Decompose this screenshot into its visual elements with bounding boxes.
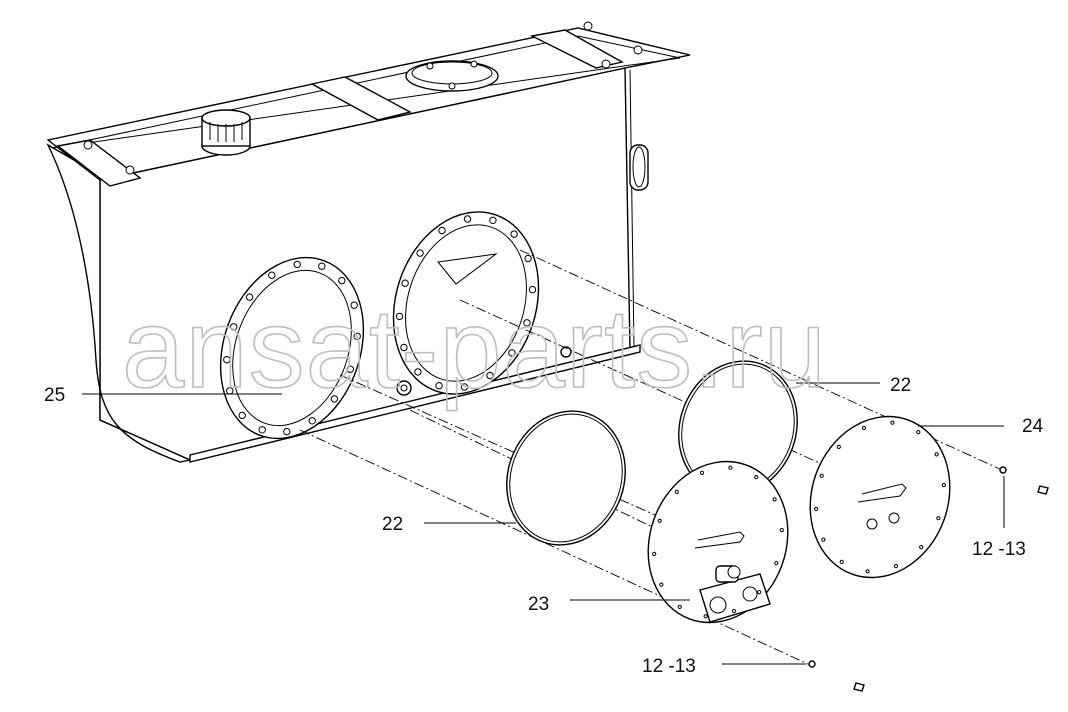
bolt-head	[699, 470, 705, 475]
bolt-head	[819, 473, 824, 478]
bolt-head	[238, 411, 246, 420]
bolt-head	[223, 356, 231, 364]
callout-12-13-right: 12 -13	[972, 539, 1026, 560]
bolt-head	[731, 609, 737, 614]
watermark-text: ansat-parts.ru	[122, 286, 827, 411]
bolt-head	[353, 332, 361, 340]
bolt-head	[861, 425, 867, 430]
cover-24	[809, 415, 951, 579]
bolt-head	[486, 371, 494, 380]
bolt-head	[283, 427, 291, 436]
side-port	[629, 144, 649, 191]
bolt-head	[523, 319, 531, 327]
drain-plug	[396, 346, 572, 396]
mounting-plate-right	[529, 21, 643, 69]
bolt-head	[941, 483, 946, 488]
breather-cap	[201, 109, 251, 156]
bolt-head	[463, 215, 472, 223]
bolt-head	[245, 293, 254, 301]
bolt-head	[659, 582, 664, 587]
leader-lines	[82, 382, 1005, 665]
bolt-head	[774, 561, 779, 566]
bolt-head	[435, 382, 443, 390]
bolt-head	[524, 254, 532, 263]
bolt-head	[754, 475, 759, 480]
o-ring-lower	[506, 410, 626, 546]
bolt-head	[416, 249, 424, 257]
bolt-head	[919, 545, 924, 550]
bolt-head	[400, 343, 408, 352]
bolt-head	[916, 430, 921, 435]
fastener-set-bottom	[808, 660, 865, 692]
bolt-head	[401, 279, 409, 287]
bolt-head	[330, 395, 339, 403]
callout-24: 24	[1022, 416, 1044, 437]
bolt-head	[318, 262, 326, 270]
bolt-head	[652, 551, 657, 557]
mounting-plate-left	[56, 139, 142, 187]
top-inspection-cover	[405, 60, 499, 92]
bolt-head	[893, 564, 899, 569]
bolt-head	[338, 276, 346, 285]
bolt-head	[772, 497, 777, 502]
bolt-head	[293, 260, 301, 269]
callout-22-upper: 22	[890, 375, 911, 396]
bolt-head	[230, 323, 238, 331]
bolt-head	[865, 569, 870, 574]
bolt-head	[268, 271, 276, 279]
bolt-head	[934, 452, 939, 457]
bolt-head	[395, 312, 404, 321]
bolt-head	[508, 349, 516, 357]
bolt-head	[836, 444, 841, 449]
callout-25: 25	[44, 385, 65, 406]
opening-flange-left	[219, 256, 365, 440]
bolt-head	[936, 516, 941, 521]
bolt-head	[677, 604, 682, 610]
callout-22-lower: 22	[382, 514, 403, 535]
bolt-head	[528, 285, 537, 294]
callout-23: 23	[528, 594, 549, 615]
bolt-head	[308, 417, 316, 425]
bolt-head	[839, 559, 844, 565]
bolt-head	[414, 368, 422, 376]
callout-12-13-bottom: 12 -13	[642, 656, 696, 677]
bolt-head	[258, 426, 266, 434]
bolt-head	[703, 614, 708, 619]
bolt-head	[460, 383, 469, 391]
bolt-head	[346, 365, 354, 373]
bolt-head	[757, 590, 762, 595]
mounting-plate-middle	[310, 76, 412, 121]
bolt-head	[890, 420, 895, 425]
fastener-set-right	[999, 466, 1049, 495]
bolt-head	[821, 537, 826, 542]
cover-23	[647, 460, 789, 624]
bolt-head	[674, 489, 679, 494]
bolt-head	[489, 216, 497, 225]
bolt-head	[814, 506, 819, 511]
bolt-head	[779, 528, 784, 533]
bolt-head	[438, 226, 446, 235]
bolt-head	[728, 465, 733, 470]
bolt-head	[510, 230, 518, 238]
bolt-head	[657, 518, 662, 523]
bolt-head	[350, 301, 358, 309]
